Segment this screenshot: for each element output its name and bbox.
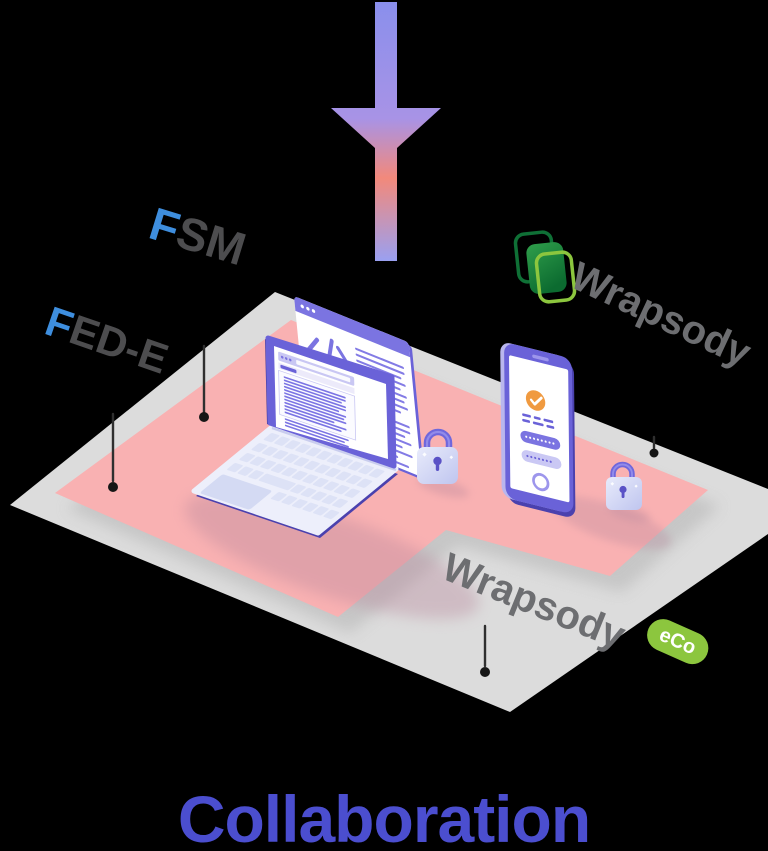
- phone-text-dashes: [522, 413, 555, 429]
- phone-speaker: [532, 354, 549, 362]
- padlock-icon-left: [417, 428, 458, 484]
- down-arrow-icon: [331, 2, 441, 261]
- window-dots-icon: [300, 304, 316, 313]
- password-dots-2: [526, 454, 552, 463]
- smartphone: [500, 343, 576, 517]
- page-title: Collaboration: [177, 782, 591, 851]
- keyboard: [200, 432, 386, 520]
- pin-dots: [108, 412, 659, 677]
- laptop: [191, 335, 399, 538]
- trackpad: [200, 474, 272, 510]
- laptop-screen-content: [278, 351, 357, 448]
- padlock-icon-right: [606, 461, 642, 510]
- check-badge-icon: [525, 390, 546, 411]
- password-field-1: [520, 430, 561, 450]
- phone-screen: [509, 355, 570, 503]
- wrapsody-documents-icon: [513, 230, 577, 304]
- password-dots-1: [525, 435, 555, 445]
- password-field-2: [521, 450, 562, 470]
- pin-markers: [111, 344, 656, 668]
- phone-home-button: [532, 472, 550, 492]
- screen-text-lines: [283, 376, 349, 448]
